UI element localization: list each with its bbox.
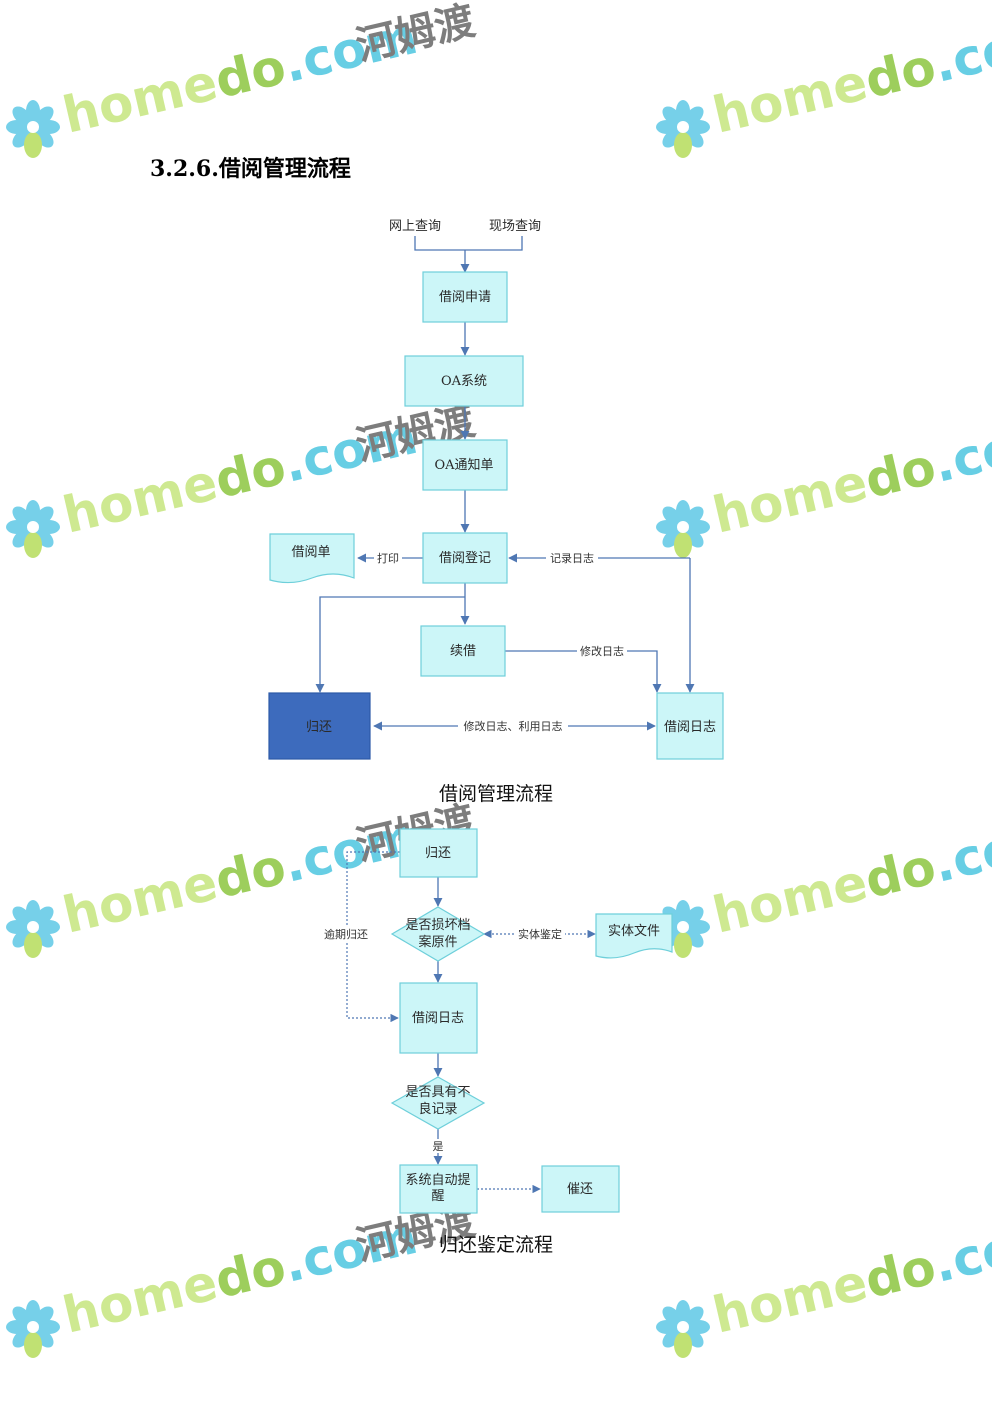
watermark-brand-home: home — [708, 53, 873, 145]
connector-renew-log — [505, 650, 662, 693]
watermark: homedo.com — [656, 407, 992, 558]
edge-label-record-log: 记录日志 — [550, 552, 594, 565]
node2-auto-remind-label-line1: 系统自动提 — [405, 1172, 470, 1188]
edge-label-modify-use-log: 修改日志、利用日志 — [464, 719, 563, 733]
node-register-label: 借阅登记 — [439, 551, 491, 566]
node2-borrow-log-label: 借阅日志 — [412, 1011, 464, 1026]
watermark-brand-home: home — [708, 1253, 873, 1345]
node2-physical-file-doc — [595, 913, 673, 959]
watermark-brand-com: .com — [928, 807, 992, 894]
watermark-flower-icon — [656, 1300, 710, 1358]
node-renew-label: 续借 — [450, 644, 476, 659]
watermark: homedo.com — [656, 7, 992, 158]
node-onsite-query: 现场查询 — [489, 219, 541, 234]
node2-damaged-label-line1: 是否损坏档 — [405, 918, 470, 933]
edge-label-overdue-return: 逾期归还 — [324, 927, 368, 941]
node2-urge-return-label: 催还 — [567, 1182, 593, 1197]
connector-queries-merge — [414, 236, 523, 251]
watermark-brand-do: do — [860, 837, 941, 909]
watermark-brand-do: do — [210, 837, 291, 909]
watermark-layer: homedo.com 河姆渡 homedo.com homedo.com — [6, 0, 992, 1358]
node2-borrow-log-box — [399, 982, 478, 1054]
watermark-brand-do: do — [210, 437, 291, 509]
watermark-brand-do: do — [860, 1237, 941, 1309]
watermark-brand-home: home — [58, 53, 223, 145]
watermark-brand-home: home — [708, 853, 873, 945]
watermark-brand-home: home — [58, 1253, 223, 1345]
edge-label-modify-log: 修改日志 — [580, 644, 624, 658]
watermark-brand-do: do — [860, 37, 941, 109]
section-heading: 3.2.6.借阅管理流程 — [150, 156, 351, 182]
edge-label-yes: 是 — [433, 1140, 444, 1153]
node-borrow-form-doc — [269, 533, 355, 584]
node-apply-box — [422, 271, 508, 323]
node-borrow-form-label: 借阅单 — [291, 545, 330, 560]
svg-text:homedo.com: homedo.com — [708, 807, 992, 945]
node2-return-box — [399, 828, 478, 878]
flow2-caption: 归还鉴定流程 — [439, 1234, 553, 1256]
watermark-flower-icon — [6, 100, 60, 158]
node-renew-box — [420, 625, 506, 677]
watermark: homedo.com — [656, 807, 992, 958]
flow1-caption: 借阅管理流程 — [439, 783, 553, 805]
svg-text:homedo.com: homedo.com — [708, 1207, 992, 1345]
watermark: homedo.com 河姆渡 — [6, 398, 479, 558]
node2-return-label: 归还 — [425, 846, 451, 861]
svg-text:homedo.com: homedo.com — [708, 7, 992, 145]
node2-bad-record-label-line2: 良记录 — [418, 1101, 457, 1117]
node-oa-system-box — [404, 355, 524, 407]
return-appraisal-flowchart: 逾期归还 实体鉴定 是 归还 是否损坏档 案原件 实体文件 借阅日志 是否具有不… — [322, 828, 673, 1256]
watermark-brand-com: .com — [928, 407, 992, 494]
watermark: homedo.com — [656, 1207, 992, 1358]
watermark-brand-home: home — [708, 453, 873, 545]
node-return-label: 归还 — [306, 720, 332, 735]
node2-bad-record-label-line1: 是否具有不 — [405, 1085, 470, 1100]
watermark-flower-icon — [656, 500, 710, 558]
watermark-flower-icon — [656, 100, 710, 158]
edge-label-physical-check: 实体鉴定 — [518, 927, 562, 941]
node-online-query: 网上查询 — [389, 219, 441, 234]
watermark-brand-com: .com — [928, 1207, 992, 1294]
edge-label-print: 打印 — [377, 551, 399, 565]
node-borrow-log-label: 借阅日志 — [664, 720, 716, 735]
watermark-flower-icon — [6, 500, 60, 558]
node-oa-system-label: OA系统 — [441, 374, 487, 389]
watermark-brand-do: do — [860, 437, 941, 509]
node2-auto-remind-box — [399, 1164, 478, 1214]
watermark-flower-icon — [6, 900, 60, 958]
node-borrow-log-box — [656, 692, 724, 760]
watermark: homedo.com 河姆渡 — [6, 1198, 479, 1358]
node-return-box — [268, 692, 371, 760]
node2-bad-record-decision — [390, 1076, 486, 1130]
svg-text:homedo.com: homedo.com — [708, 407, 992, 545]
node2-physical-file-label: 实体文件 — [608, 924, 660, 939]
node2-auto-remind-label-line2: 醒 — [431, 1189, 444, 1204]
watermark: homedo.com 河姆渡 — [6, 0, 479, 158]
watermark-brand-com: .com — [928, 7, 992, 94]
watermark-brand-home: home — [58, 453, 223, 545]
node-register-box — [422, 532, 508, 584]
borrow-management-flowchart: 打印 记录日志 修改日志 修改日志、利用日志 网上查询 现场查询 借阅申请 OA… — [268, 219, 724, 805]
watermark-flower-icon — [6, 1300, 60, 1358]
node-apply-label: 借阅申请 — [439, 290, 491, 305]
node-oa-notice-box — [422, 439, 508, 491]
watermark-brand-do: do — [210, 37, 291, 109]
watermark-brand-home: home — [58, 853, 223, 945]
connector-register-return — [315, 596, 465, 693]
node2-damaged-label-line2: 案原件 — [418, 935, 457, 950]
watermark-brand-do: do — [210, 1237, 291, 1309]
node2-urge-return-box — [541, 1165, 620, 1213]
node-oa-notice-label: OA通知单 — [434, 457, 493, 473]
node2-damaged-decision — [390, 906, 486, 962]
